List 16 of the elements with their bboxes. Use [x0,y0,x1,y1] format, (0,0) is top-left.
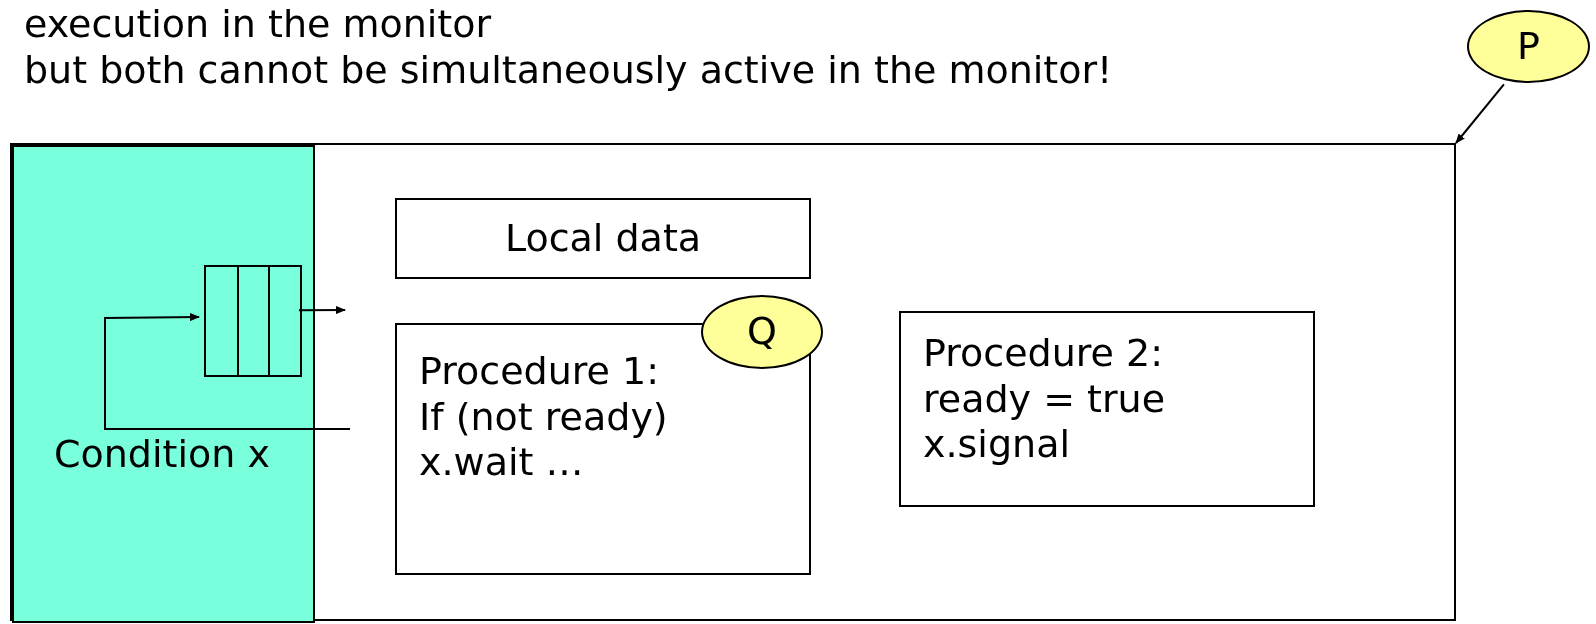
note-text: but both cannot be simultaneously active in the monitor! [24,48,1113,92]
letter-label: Q [747,309,777,355]
data-box [395,198,811,279]
letter-label: P [1517,23,1540,70]
procedure-box [899,311,1315,507]
queue-box [204,265,302,377]
monitor-box [10,143,1456,621]
exit-arrow [298,306,346,315]
code-text: Local data [504,215,702,262]
leader-arrow [1455,83,1505,144]
condition-panel [12,145,315,623]
loop-arrow [104,313,351,430]
note-text: execution in the monitor [24,2,492,46]
condition-label: Condition x [54,432,270,478]
code-text: Procedure 2: ready = true x.signal [923,331,1167,468]
code-text: Procedure 1: If (not ready) x.wait … [419,349,669,486]
